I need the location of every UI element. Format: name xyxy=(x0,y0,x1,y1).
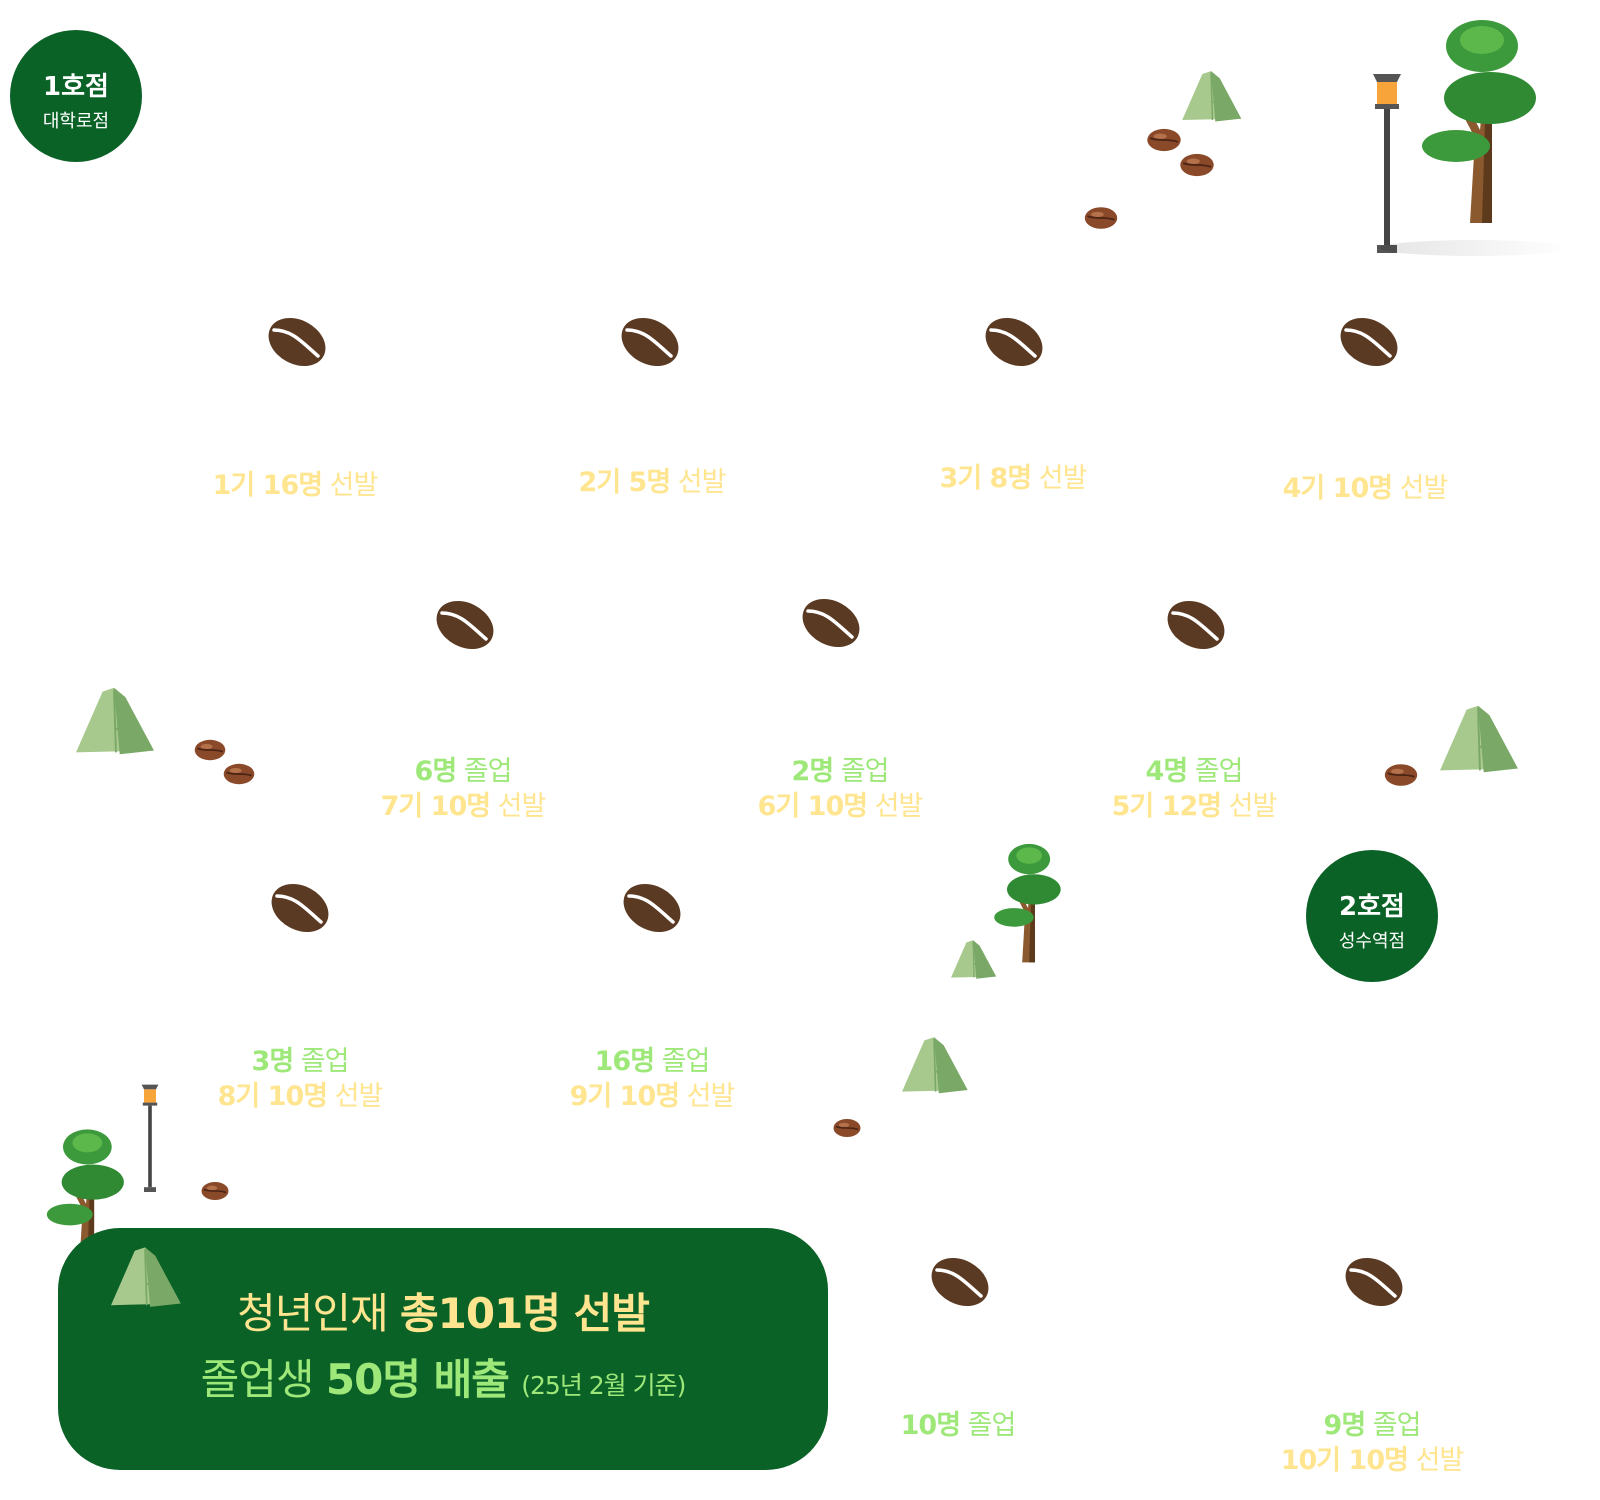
store-number: 2호점 xyxy=(1339,892,1405,922)
grad-word: 졸업 xyxy=(300,1046,350,1077)
coffee-bean-icon xyxy=(1165,599,1227,651)
rock-icon xyxy=(102,1244,188,1312)
grad-word: 졸업 xyxy=(463,756,513,787)
coffee-bean-icon xyxy=(619,316,681,368)
select-word: 선발 xyxy=(1038,463,1088,494)
grad-count: 10명 xyxy=(900,1410,961,1441)
rock-icon xyxy=(1175,68,1247,126)
store-name: 대학로점 xyxy=(42,111,110,132)
select-word: 선발 xyxy=(1415,1445,1465,1476)
grad-count: 9명 xyxy=(1323,1410,1367,1441)
cohort-count: 10기 10명 xyxy=(1280,1445,1409,1476)
store-number: 1호점 xyxy=(43,72,109,102)
cohort-count: 3기 8명 xyxy=(939,463,1033,494)
grad-word: 졸업 xyxy=(1194,756,1244,787)
cohort-count: 1기 16명 xyxy=(212,470,323,501)
cohort-count: 8기 10명 xyxy=(217,1081,328,1112)
grad-word: 졸업 xyxy=(661,1046,711,1077)
select-word: 선발 xyxy=(1399,473,1449,504)
select-word: 선발 xyxy=(497,791,547,822)
street-lamp-icon xyxy=(1367,68,1407,258)
coffee-bean-icon xyxy=(929,1256,991,1308)
summary-line1-prefix: 청년인재 xyxy=(237,1289,389,1338)
grad-count: 4명 xyxy=(1145,756,1189,787)
select-word: 선발 xyxy=(334,1081,384,1112)
coffee-bean-icon xyxy=(434,599,496,651)
step-label-10: 10명 졸업 xyxy=(808,1408,1108,1443)
cohort-count: 6기 10명 xyxy=(757,791,868,822)
select-word: 선발 xyxy=(677,467,727,498)
grad-count: 16명 xyxy=(594,1046,655,1077)
store-badge-2: 2호점 성수역점 xyxy=(1306,850,1438,982)
coffee-bean-icon xyxy=(1343,1256,1405,1308)
step-label-9: 16명 졸업 9기 10명 선발 xyxy=(502,1044,802,1114)
coffee-bean-icon xyxy=(269,882,331,934)
mini-bean-icon xyxy=(200,1180,230,1202)
select-word: 선발 xyxy=(686,1081,736,1112)
grad-count: 2명 xyxy=(791,756,835,787)
mini-bean-icon xyxy=(1083,205,1119,231)
select-word: 선발 xyxy=(329,470,379,501)
step-label-5: 4명 졸업 5기 12명 선발 xyxy=(1044,754,1344,824)
step-label-1: 1기 16명 선발 xyxy=(145,468,445,503)
coffee-bean-icon xyxy=(800,597,862,649)
grad-count: 6명 xyxy=(414,756,458,787)
summary-line-1: 청년인재 총101명 선발 xyxy=(58,1280,828,1341)
step-label-4: 4기 10명 선발 xyxy=(1215,471,1515,506)
coffee-bean-icon xyxy=(1338,316,1400,368)
coffee-bean-icon xyxy=(983,316,1045,368)
mini-bean-icon xyxy=(832,1117,862,1139)
rock-icon xyxy=(1430,702,1526,778)
select-word: 선발 xyxy=(1228,791,1278,822)
coffee-bean-icon xyxy=(621,882,683,934)
step-label-3: 3기 8명 선발 xyxy=(863,461,1163,496)
coffee-bean-icon xyxy=(266,316,328,368)
mini-bean-icon xyxy=(1178,152,1216,178)
grad-word: 졸업 xyxy=(967,1410,1017,1441)
summary-line-2: 졸업생 50명 배출 (25년 2월 기준) xyxy=(58,1346,828,1407)
step-label-7: 6명 졸업 7기 10명 선발 xyxy=(313,754,613,824)
tree-icon xyxy=(993,842,1063,966)
step-label-8: 3명 졸업 8기 10명 선발 xyxy=(150,1044,450,1114)
cohort-count: 5기 12명 xyxy=(1111,791,1222,822)
tree-icon xyxy=(1420,18,1540,228)
summary-panel: 청년인재 총101명 선발 졸업생 50명 배출 (25년 2월 기준) xyxy=(58,1228,828,1470)
summary-line2-highlight: 50명 배출 xyxy=(325,1355,510,1404)
cohort-count: 4기 10명 xyxy=(1282,473,1393,504)
step-label-11: 9명 졸업 10기 10명 선발 xyxy=(1222,1408,1522,1478)
rock-icon xyxy=(66,684,162,760)
store-name: 성수역점 xyxy=(1338,931,1406,952)
cohort-count: 2기 5명 xyxy=(578,467,672,498)
cohort-count: 7기 10명 xyxy=(380,791,491,822)
rock-icon xyxy=(945,938,1001,982)
summary-note: (25년 2월 기준) xyxy=(521,1371,686,1400)
cohort-count: 9기 10명 xyxy=(569,1081,680,1112)
grad-word: 졸업 xyxy=(840,756,890,787)
summary-line1-highlight: 총101명 선발 xyxy=(400,1289,650,1338)
ground-shadow xyxy=(1380,240,1570,256)
step-label-2: 2기 5명 선발 xyxy=(502,465,802,500)
mini-bean-icon xyxy=(1383,762,1419,788)
mini-bean-icon xyxy=(222,762,256,786)
grad-count: 3명 xyxy=(251,1046,295,1077)
store-badge-1: 1호점 대학로점 xyxy=(10,30,142,162)
mini-bean-icon xyxy=(1145,127,1183,153)
rock-icon xyxy=(893,1034,975,1098)
mini-bean-icon xyxy=(193,738,227,762)
grad-word: 졸업 xyxy=(1372,1410,1422,1441)
step-label-6: 2명 졸업 6기 10명 선발 xyxy=(690,754,990,824)
select-word: 선발 xyxy=(874,791,924,822)
summary-line2-prefix: 졸업생 xyxy=(200,1355,315,1404)
